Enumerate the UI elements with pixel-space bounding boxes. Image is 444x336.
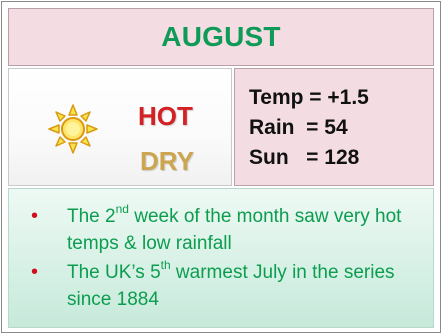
condition-panel: HOT DRY (8, 68, 232, 186)
sun-stat: Sun = 128 (249, 146, 360, 169)
sun-icon (48, 104, 98, 154)
bullet-icon: • (31, 205, 39, 227)
month-header: AUGUST (8, 8, 434, 66)
stats-panel: Temp = +1.5 Rain = 54 Sun = 128 (234, 68, 434, 186)
note-item: • The UK’s 5th warmest July in the serie… (19, 259, 421, 313)
rain-stat: Rain = 54 (249, 116, 348, 139)
note-text-end: week of the month saw very hot temps & l… (67, 206, 402, 254)
bullet-icon: • (31, 261, 39, 283)
ordinal-suffix: th (160, 257, 171, 272)
note-text-end: warmest July in the series since 1884 (67, 262, 395, 310)
note-item: • The 2nd week of the month saw very hot… (19, 203, 421, 257)
notes-panel: • The 2nd week of the month saw very hot… (8, 188, 434, 328)
month-title: AUGUST (161, 21, 281, 52)
ordinal-suffix: nd (115, 201, 129, 216)
note-text-start: The UK’s 5 (67, 262, 161, 283)
temperature-stat: Temp = +1.5 (249, 86, 369, 109)
weather-card: AUGUST HOT DRY Temp = +1.5 Rain = 54 Sun… (1, 1, 441, 333)
note-text-start: The 2 (67, 206, 116, 227)
notes-list: • The 2nd week of the month saw very hot… (19, 203, 421, 313)
dry-label: DRY (140, 146, 194, 176)
hot-label: HOT (138, 101, 193, 131)
